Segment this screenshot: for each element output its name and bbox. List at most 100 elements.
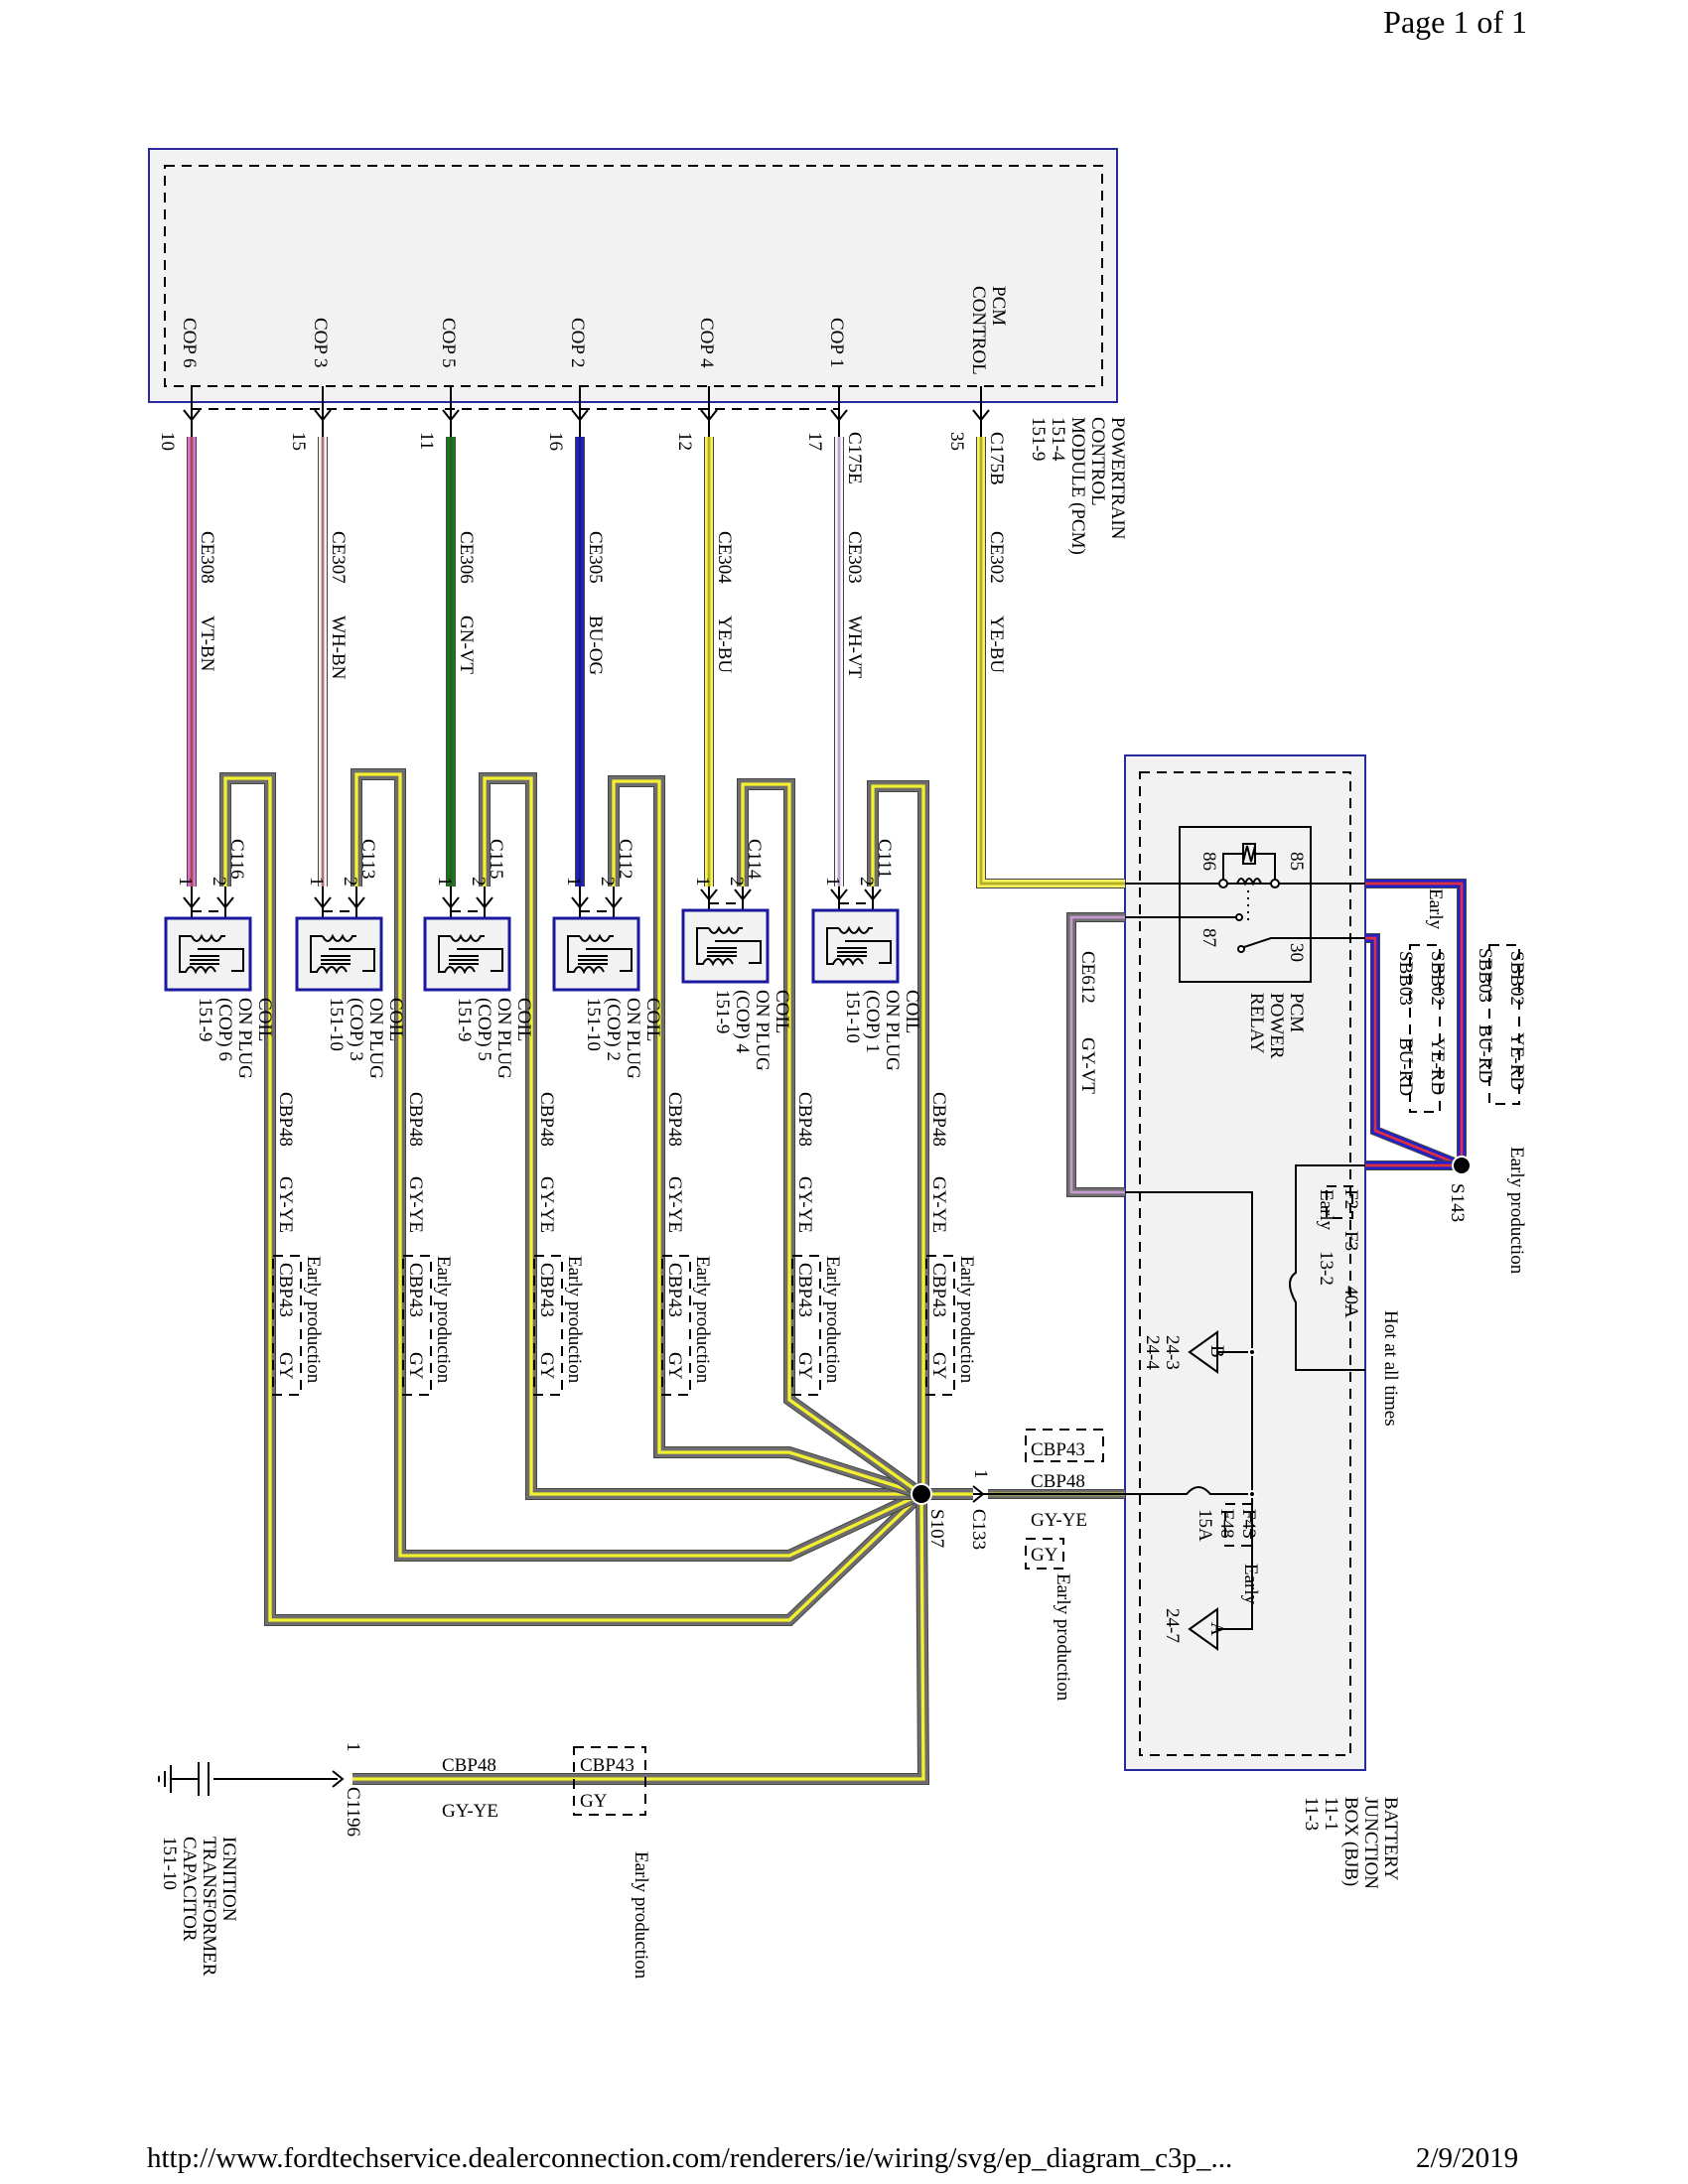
coil-name-4-line: (COP) 4 xyxy=(732,990,753,1053)
splice-s143 xyxy=(1452,1156,1472,1175)
ground-color-label-0: GY-YE xyxy=(275,1176,296,1233)
f3-id: F3 xyxy=(1340,1231,1361,1251)
wire-cbp48-coil-1[interactable] xyxy=(351,768,924,1562)
wire-circuit-label-3: CE305 xyxy=(585,531,606,584)
coil-body[interactable] xyxy=(811,908,900,984)
f48-early-id-line: F43 xyxy=(1238,1509,1259,1539)
wire-cbp48-coil-5-stripe xyxy=(871,784,925,1494)
coil-pin2-label-0-line: 2 xyxy=(209,877,229,887)
coil-pin2-label-0: 2 xyxy=(209,877,229,887)
pcm-pin-number-4-line: 12 xyxy=(674,432,695,451)
sbb-outer-color-line: BU-RD xyxy=(1475,1024,1495,1083)
coil-name-0-line: COIL xyxy=(254,998,275,1041)
f48-id: F48 xyxy=(1216,1509,1237,1539)
sbb-inner-early-color: YE-RD xyxy=(1427,1037,1448,1095)
coil-name-0-line: 151-9 xyxy=(195,998,215,1041)
coil-pin1-label-3-line: 1 xyxy=(563,877,584,887)
coil-pin2-label-4: 2 xyxy=(726,877,747,887)
coil-connector-label-5-line: C111 xyxy=(874,839,895,879)
relay-name-line: POWER xyxy=(1266,993,1287,1059)
capacitor-early-note: Early production xyxy=(631,1851,651,1979)
sbb-inner-circuit: SBB03 xyxy=(1395,951,1416,1006)
ground-early-note-0-line: Early production xyxy=(303,1256,324,1384)
relay-pin-86: 86 xyxy=(1198,852,1219,871)
footer-url[interactable]: http://www.fordtechservice.dealerconnect… xyxy=(147,2142,1233,2174)
ground-early-note-5: Early production xyxy=(956,1256,977,1384)
wire-sbb03-inner-stripe xyxy=(1365,936,1463,1167)
relay-87-contact xyxy=(1235,913,1243,921)
wire-cbp48-coil-0[interactable] xyxy=(219,772,926,1626)
coil-connector-label-4: C114 xyxy=(744,839,765,880)
ground-circuit-label-5: CBP48 xyxy=(928,1092,949,1147)
pcm-pin-label-1-line: COP 3 xyxy=(310,318,331,368)
coil-pin1-label-0-line: 1 xyxy=(175,877,196,887)
wire-sbb03-inner[interactable] xyxy=(1365,933,1464,1170)
splice-s107 xyxy=(911,1483,932,1505)
capacitor-name-line: IGNITION xyxy=(218,1837,239,1922)
sbb-inner-early: Early xyxy=(1425,888,1446,930)
pcm-module-name-line: POWERTRAIN xyxy=(1107,417,1128,540)
ground-early-note-0: Early production xyxy=(303,1256,324,1384)
sbb-inner-early-color-line: YE-RD xyxy=(1427,1037,1448,1095)
pcm-pin-label-0: COP 6 xyxy=(179,318,200,368)
ground-early-note-1-line: Early production xyxy=(433,1256,454,1384)
wire-sbb03-outer[interactable] xyxy=(1365,879,1467,1165)
ground-early-color-label-3: GY xyxy=(664,1352,685,1380)
coil-body[interactable] xyxy=(295,916,383,992)
ground-early-color-label-4-line: GY xyxy=(794,1352,815,1380)
pcm-pin-label-5-line: COP 1 xyxy=(826,318,847,368)
coil-name-0-line: ON PLUG xyxy=(234,998,255,1079)
coil-pin1-label-4: 1 xyxy=(692,877,713,887)
ground-early-color-label-4: GY xyxy=(794,1352,815,1380)
coil-connector-label-4-line: C114 xyxy=(744,839,765,880)
ref-b-refs-line: 24-3 xyxy=(1162,1335,1183,1370)
coil-pin1-label-3: 1 xyxy=(563,877,584,887)
wire-ce302[interactable] xyxy=(976,437,1125,888)
coil-connector-label-1-line: C113 xyxy=(357,839,378,879)
wire-cbp48-s107-c1196[interactable] xyxy=(352,1493,930,1785)
wire-cbp48-coil-5[interactable] xyxy=(867,780,929,1494)
wire-cbp48-coil-2[interactable] xyxy=(479,772,921,1500)
pcm-pin-number-2: 11 xyxy=(416,432,437,450)
sbb-inner-color-line: BU-RD xyxy=(1395,1037,1416,1096)
coil-body[interactable] xyxy=(423,916,511,992)
bjb-box[interactable] xyxy=(1124,754,1366,1771)
c133-pin-label-line: 1 xyxy=(970,1469,991,1479)
coil-body[interactable] xyxy=(681,908,770,984)
sbb-outer-early-note-line: Early production xyxy=(1506,1147,1527,1275)
coil-pin1-label-4-line: 1 xyxy=(692,877,713,887)
pcm-pin-number-4: 12 xyxy=(674,432,695,451)
f3-early: Early xyxy=(1316,1189,1336,1231)
coil-transformer-icon xyxy=(310,933,375,975)
coil-body[interactable] xyxy=(164,916,252,992)
pcm-module-name: POWERTRAINCONTROLMODULE (PCM)151-4151-9 xyxy=(1028,417,1128,555)
coil-name-2-line: ON PLUG xyxy=(493,998,514,1079)
coil-pin1-label-5: 1 xyxy=(822,877,843,887)
wire-color-label-0-line: VT-BN xyxy=(197,615,217,672)
wire-cbp48-coil-4[interactable] xyxy=(737,778,925,1499)
bjb-name-line: BATTERY xyxy=(1380,1797,1401,1881)
c133-circuit: CBP48 xyxy=(1031,1471,1085,1492)
pin-arrow-icon xyxy=(314,896,332,909)
relay-pin-30-line: 30 xyxy=(1286,943,1307,962)
c133-early-color-line: GY xyxy=(1031,1545,1058,1566)
coil-body[interactable] xyxy=(552,916,640,992)
ground-early-note-3: Early production xyxy=(692,1256,713,1384)
wire-cbp48-coil-3[interactable] xyxy=(608,775,923,1500)
ground-early-color-label-1: GY xyxy=(405,1352,426,1380)
ground-early-note-4: Early production xyxy=(822,1256,843,1384)
pcm-module-name-line: CONTROL xyxy=(1087,417,1108,506)
ce612-color-label-line: GY-VT xyxy=(1077,1037,1098,1094)
pin-arrow-icon xyxy=(605,896,623,909)
c133-pin-label: 1 xyxy=(970,1469,991,1479)
c133-arrow-icon xyxy=(972,1485,985,1503)
f3-early-id: F2 xyxy=(1340,1189,1361,1209)
relay-pin-85: 85 xyxy=(1286,852,1307,871)
ground-circuit-label-3: CBP48 xyxy=(664,1092,685,1147)
pcm-module-box[interactable] xyxy=(148,148,1118,403)
wire-ce612[interactable] xyxy=(1066,912,1125,1197)
coil-pin2-label-1-line: 2 xyxy=(340,877,360,887)
c133-connector-label: C133 xyxy=(968,1509,989,1550)
ground-early-color-label-1-line: GY xyxy=(405,1352,426,1380)
pcm-pin-label-3: COP 2 xyxy=(567,318,588,368)
